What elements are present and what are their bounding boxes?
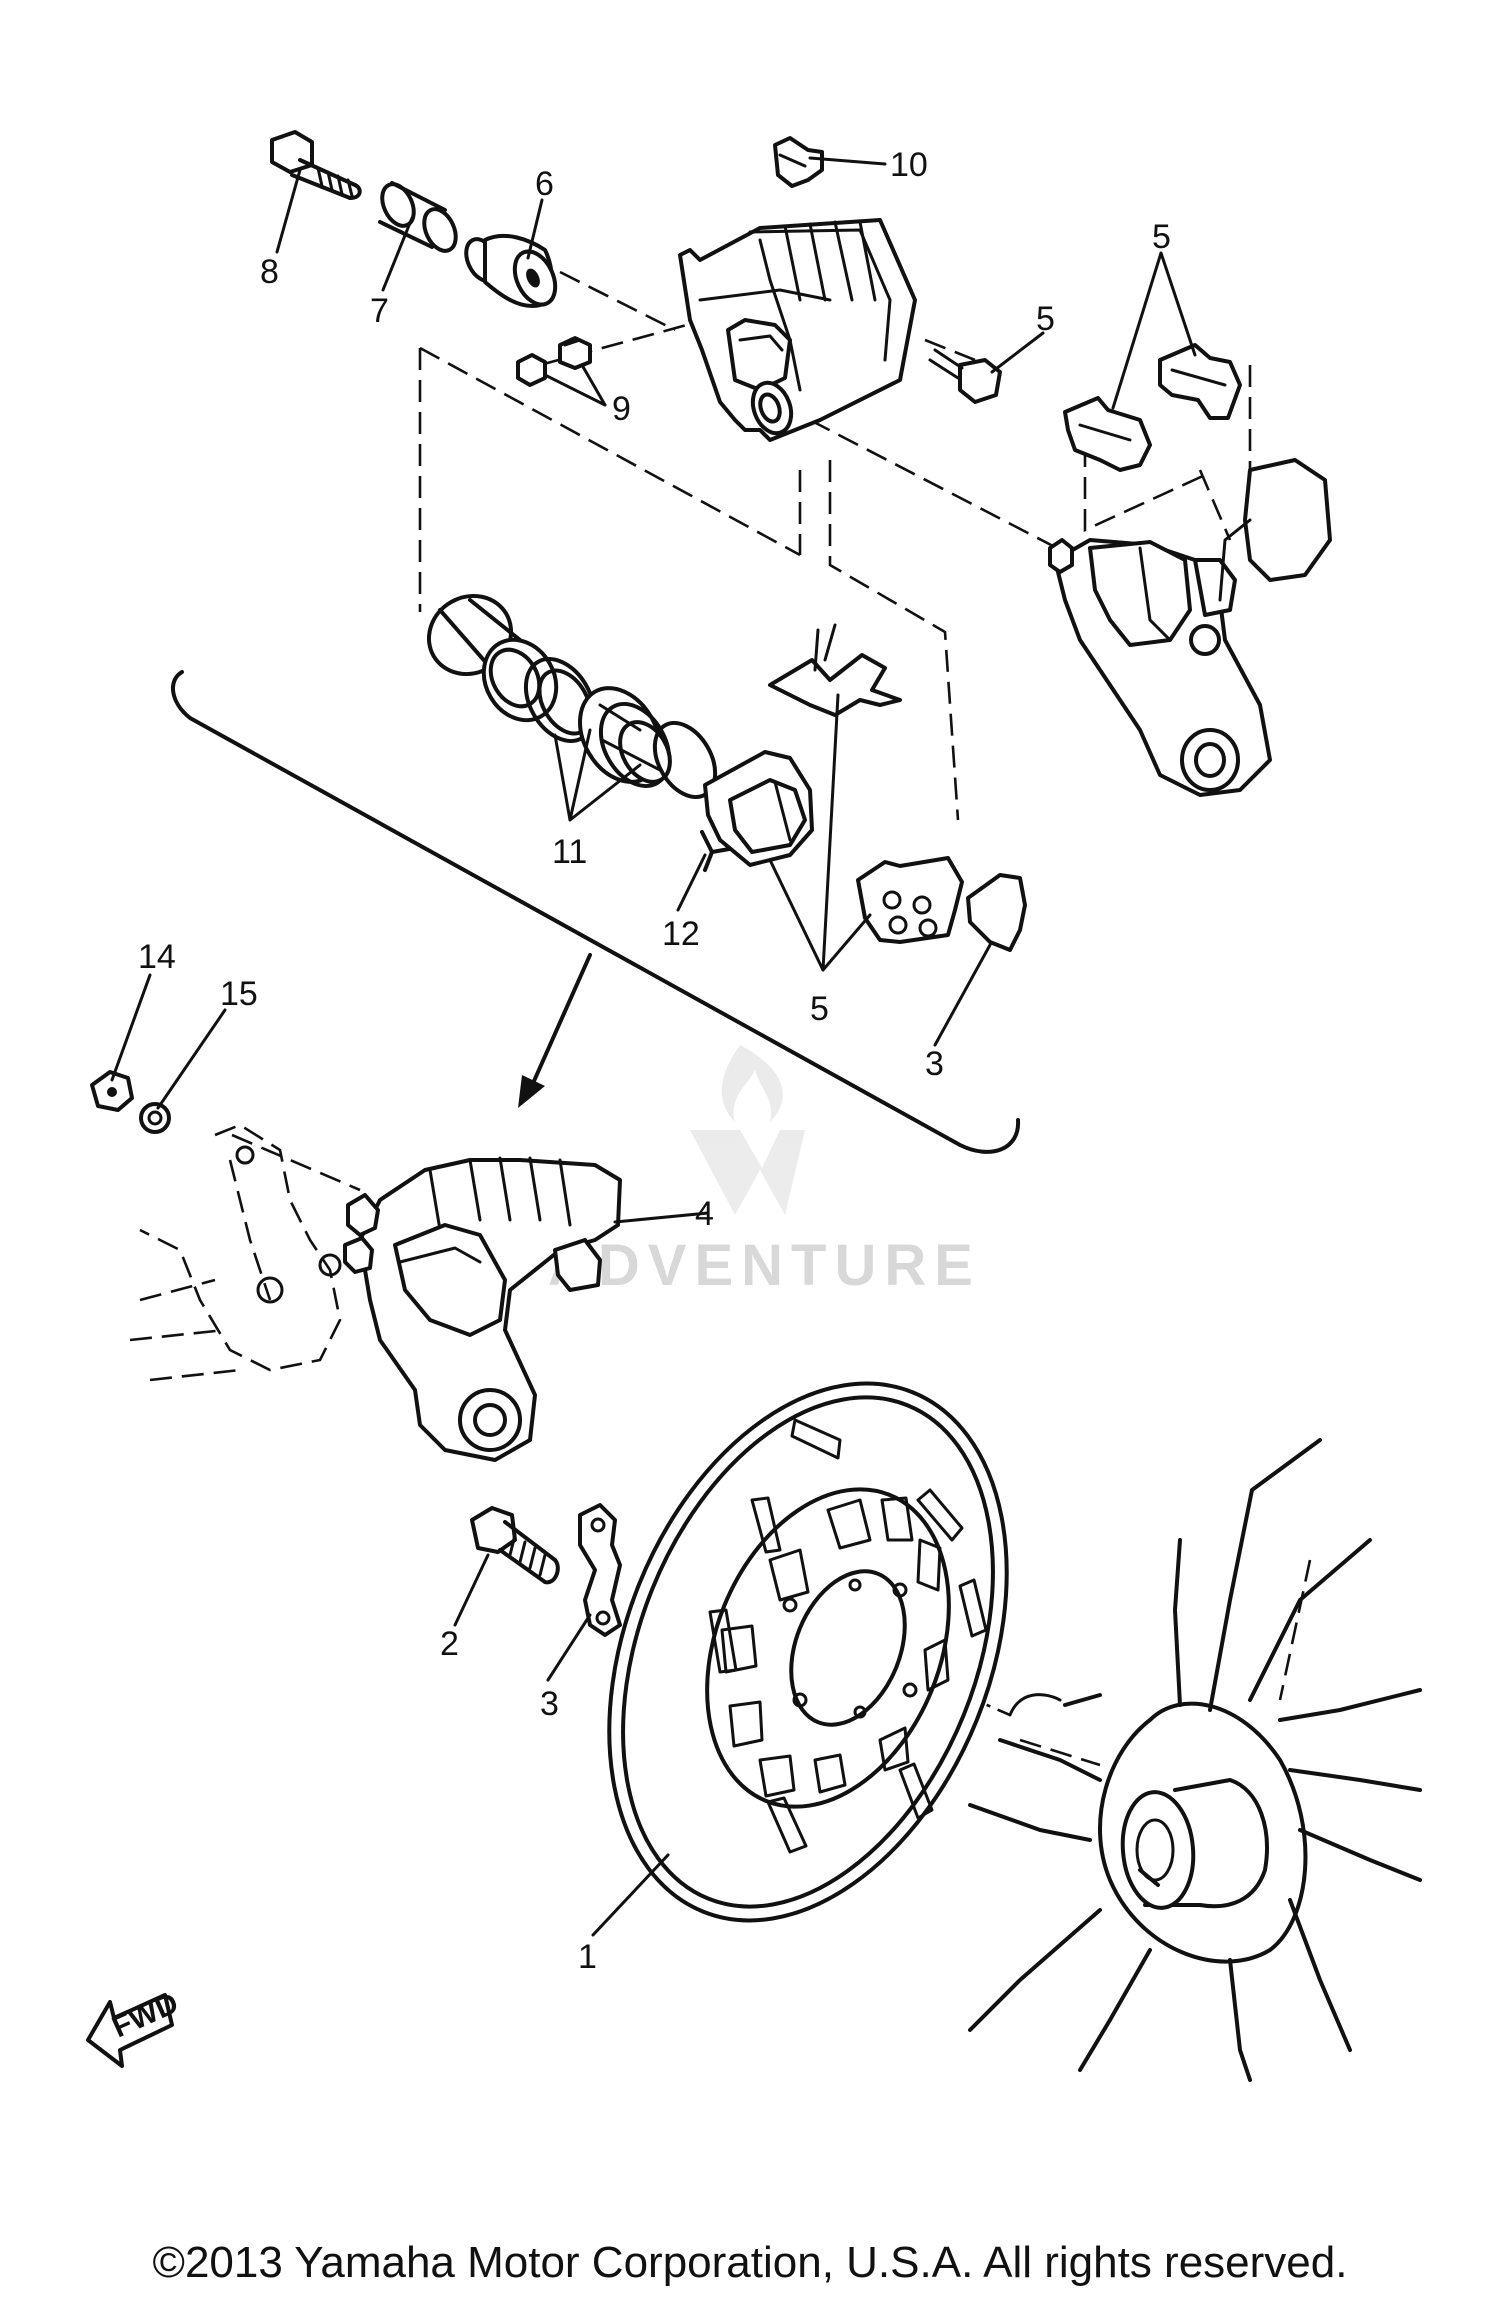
callout-1: 1 [578,1938,597,1976]
leader-5b [1111,251,1197,410]
part-3-pad-shim-top [966,873,1027,952]
projection-line [828,460,960,821]
part-6-boot [464,233,558,308]
wheel-hub [1098,1701,1308,1964]
leader-12 [676,853,707,912]
leader-15 [156,1008,227,1110]
callout-11: 11 [552,833,587,871]
part-5-brake-pad-inner [703,750,814,867]
part-5-pad-spring-top [768,623,902,717]
part-7-sleeve [378,181,458,253]
leader-7 [381,216,414,292]
caliper-assembled [343,1156,622,1462]
part-5-brake-pad-outer [856,856,964,944]
leader-5a [990,331,1045,374]
copyright-notice: ©2013 Yamaha Motor Corporation, U.S.A. A… [152,2238,1348,2287]
callout-15: 15 [220,975,258,1013]
leader-6 [526,198,544,260]
caliper-bracket-assembly-top [1048,458,1332,797]
projection-line [419,346,801,557]
projection-line [231,1133,361,1192]
part-1-brake-disc [607,1381,1009,1923]
leader-1 [591,1853,670,1937]
callout-5c: 5 [810,990,829,1028]
projection-line [809,418,1081,562]
leader-9 [543,363,607,407]
part-5-bolt [928,348,1002,404]
callout-14: 14 [138,938,176,976]
callout-3a: 3 [925,1045,944,1083]
mounting-bracket-ghost [129,1123,342,1382]
leader-5c [768,693,872,972]
part-2-bolt [470,1506,560,1585]
part-11-seal-kit [523,657,718,799]
part-5-pad-clip-left [1063,396,1152,472]
projection-line [924,338,976,362]
leader-14 [110,973,152,1082]
part-14-nut [90,1070,134,1112]
callout-5b: 5 [1152,218,1171,256]
callout-9: 9 [612,390,631,428]
caliper-body-exploded [678,218,917,442]
part-15-washer [139,1102,171,1134]
assembly-leader-arrowhead [518,1075,545,1108]
part-10-clip [773,136,824,188]
leader-11 [553,728,642,822]
leader-2 [453,1553,490,1627]
fwd-direction-arrow: FWD [86,1986,183,2068]
leader-10 [808,156,887,166]
kit-bracket-line [171,670,1021,1154]
watermark-logo [690,1045,805,1215]
callout-leaders [110,156,1197,1937]
leader-4 [613,1211,710,1224]
callout-12: 12 [662,915,700,953]
part-9-bleed-screw [516,336,592,387]
callout-4: 4 [695,1195,714,1233]
leader-3b [546,1613,592,1682]
callout-10: 10 [890,146,928,184]
assembly-leader-line [528,953,592,1092]
callout-3b: 3 [540,1685,559,1723]
projection-line [1083,445,1206,533]
projection-line [559,270,676,332]
callout-2: 2 [440,1625,459,1663]
callout-8: 8 [260,253,279,291]
part-3-lock-plate [578,1503,622,1637]
callout-6: 6 [535,165,554,203]
callout-7: 7 [370,292,389,330]
watermark-text: ADVENTURE [548,1233,981,1298]
part-8-bolt [270,130,362,200]
projection-line [1198,469,1232,541]
wheel-spokes [968,1438,1422,2082]
part-5-pad-clip-right [1158,343,1242,420]
callout-5a: 5 [1036,300,1055,338]
projection-line [539,318,706,367]
leader-8 [275,168,302,254]
leader-3a [933,943,992,1047]
